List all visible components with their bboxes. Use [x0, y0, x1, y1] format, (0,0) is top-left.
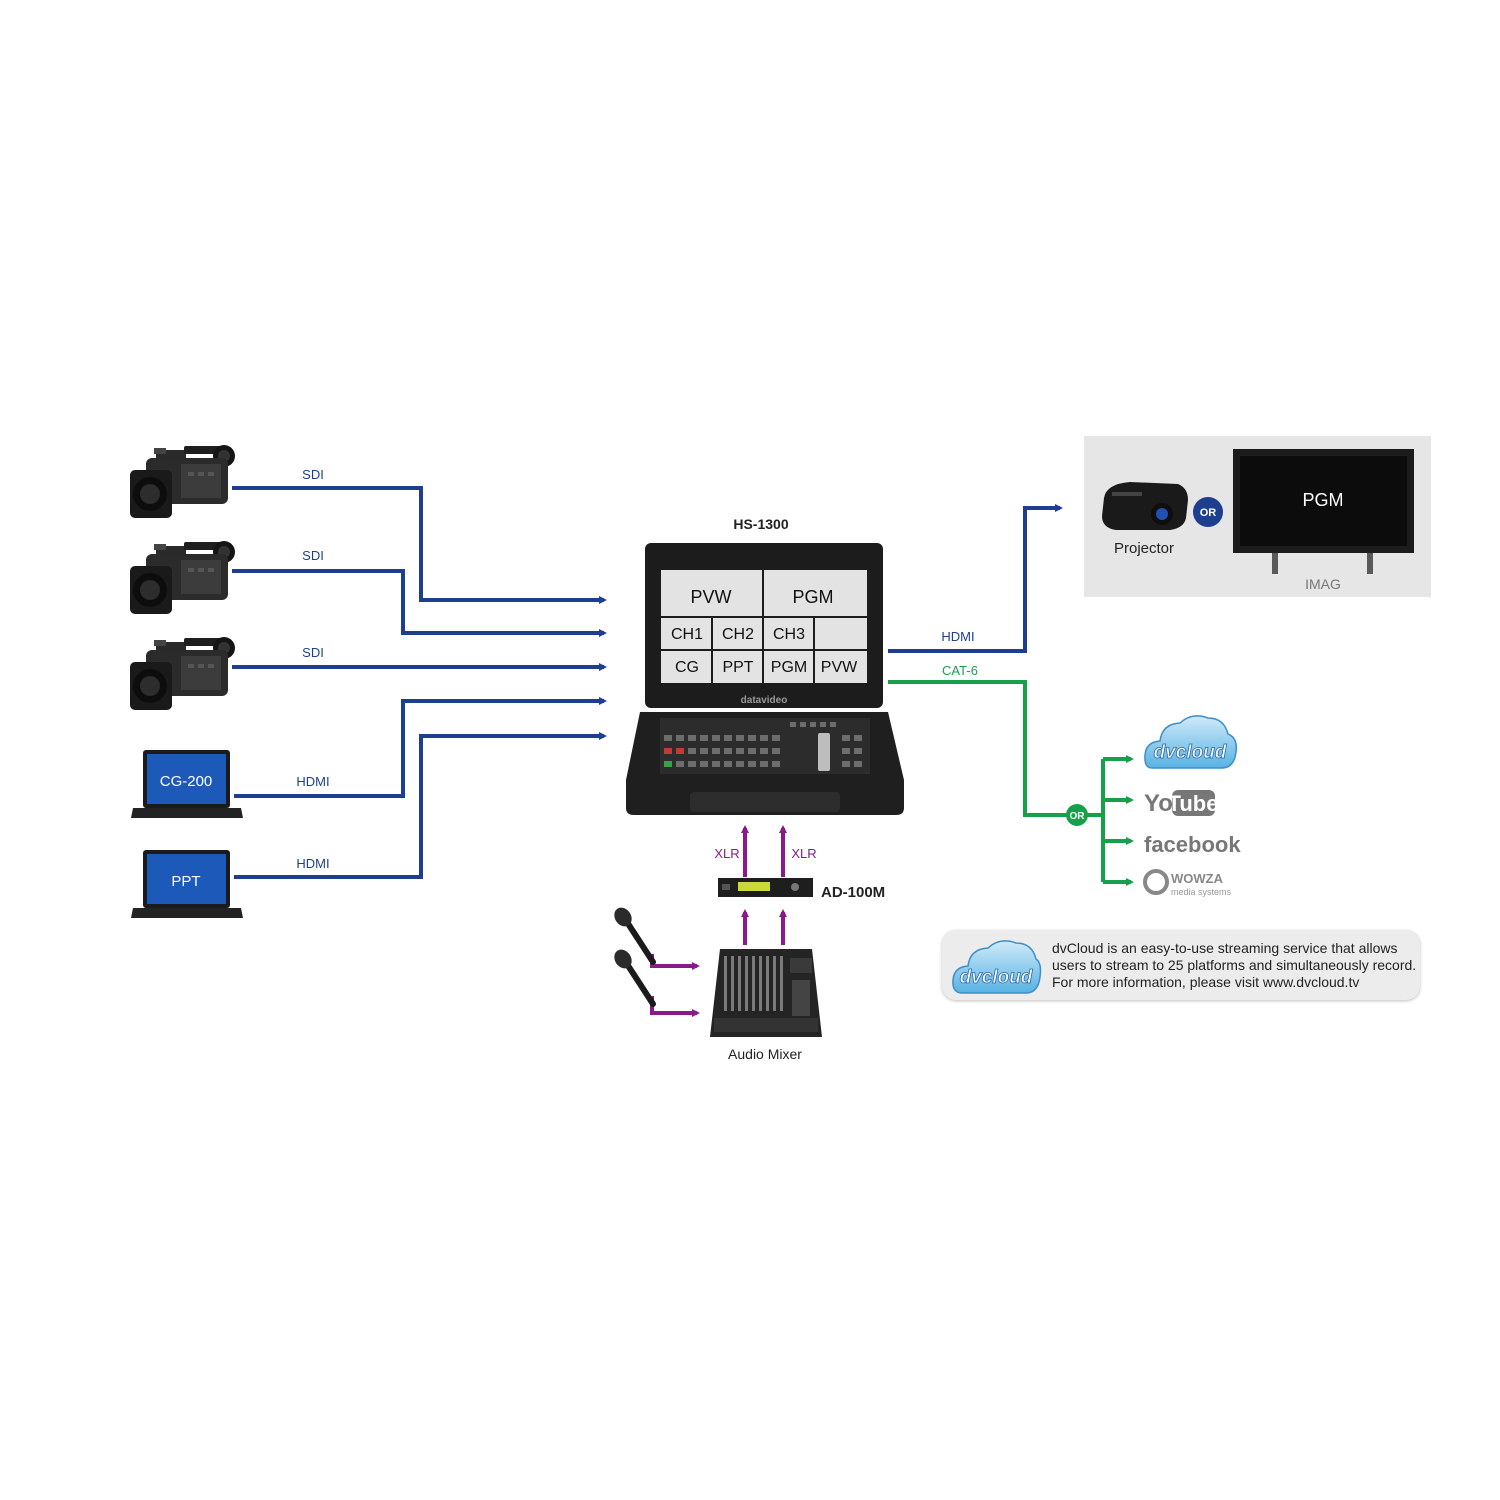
camera-2 [130, 541, 235, 614]
switcher-title: HS-1300 [733, 516, 788, 532]
laptop-screen-label: CG-200 [160, 773, 213, 790]
input-connections [232, 486, 607, 879]
multiview-ch2: CH2 [722, 626, 754, 643]
led-screen-icon [1233, 449, 1414, 574]
t-bar [818, 733, 830, 771]
projector-icon [1102, 482, 1188, 530]
laptop-icon [131, 750, 243, 818]
sdi-link-2 [232, 569, 607, 637]
hdmi-output-label: HDMI [941, 629, 974, 644]
multiview-pgm: PGM [792, 587, 833, 607]
laptop-icon [131, 850, 243, 918]
camcorder-icon [130, 541, 235, 614]
multiview-pvw-small: PVW [821, 659, 858, 676]
link-label-hdmi-5: HDMI [296, 856, 329, 871]
microphone-1 [614, 907, 656, 965]
dvcloud-info-logo: dvcloud [952, 940, 1042, 994]
multiview-ch1: CH1 [671, 626, 703, 643]
xlr-label-right: XLR [791, 846, 816, 861]
mixer-label: Audio Mixer [728, 1046, 802, 1062]
dvcloud-info-text: dvCloud is an easy-to-use streaming serv… [1052, 940, 1417, 991]
audio-mixer [710, 949, 822, 1037]
converter-label: AD-100M [821, 884, 885, 901]
dvcloud-info-wordmark: dvcloud [960, 967, 1033, 988]
youtube-logo: You Tube [1144, 790, 1218, 817]
imag-or-badge [1193, 497, 1223, 527]
multiview-ch3: CH3 [773, 626, 805, 643]
info-line: users to stream to 25 platforms and simu… [1052, 957, 1417, 973]
laptop-ppt: PPT [131, 850, 243, 918]
control-buttons [664, 722, 862, 767]
camcorder-icon [130, 637, 235, 710]
camera-3 [130, 637, 235, 710]
dvcloud-info-box: dvcloud dvCloud is an easy-to-use stream… [942, 930, 1420, 1000]
youtube-tube: Tube [1168, 791, 1219, 816]
info-line: dvCloud is an easy-to-use streaming serv… [1052, 940, 1398, 956]
multiview-cg: CG [675, 659, 699, 676]
brand-logo: datavideo [741, 695, 788, 706]
cat6-output-link [888, 680, 1134, 886]
wowza-tagline: media systems [1171, 887, 1232, 897]
camcorder-icon [130, 445, 235, 518]
cat6-output-label: CAT-6 [942, 663, 978, 678]
laptop-cg200: CG-200 [131, 750, 243, 818]
facebook-logo: facebook [1144, 832, 1241, 857]
info-line: For more information, please visit www.d… [1052, 974, 1360, 990]
multiview-grid [661, 570, 867, 683]
camera-1 [130, 445, 235, 518]
dvcloud-wordmark: dvcloud [1154, 742, 1227, 763]
hdmi-link-4 [234, 697, 607, 798]
wowza-logo: WOWZA media systems [1143, 869, 1232, 897]
multiview-pgm-small: PGM [771, 659, 807, 676]
ad100m-converter [718, 878, 813, 897]
hdmi-link-5 [234, 732, 607, 879]
laptop-screen-label: PPT [171, 873, 200, 890]
imag-caption: IMAG [1305, 576, 1341, 592]
link-label-sdi-2: SDI [302, 548, 324, 563]
link-label-sdi-3: SDI [302, 645, 324, 660]
imag-or-label: OR [1200, 507, 1217, 519]
switcher-hs1300: PVW PGM CH1 CH2 CH3 CG PPT PGM PVW datav… [626, 543, 904, 815]
link-label-hdmi-4: HDMI [296, 774, 329, 789]
microphone-icon [614, 907, 656, 965]
imag-panel: Projector OR PGM IMAG [1084, 436, 1431, 597]
led-screen-text: PGM [1302, 490, 1343, 510]
microphone-icon [614, 949, 656, 1007]
sdi-link-1 [232, 486, 607, 604]
multiview-pvw: PVW [690, 587, 731, 607]
link-label-sdi-1: SDI [302, 467, 324, 482]
dvcloud-logo: dvcloud [1144, 715, 1238, 769]
multiview-ppt: PPT [722, 659, 753, 676]
microphone-2 [614, 949, 656, 1007]
wowza-wordmark: WOWZA [1171, 871, 1224, 886]
stream-or-badge [1066, 804, 1088, 826]
projector-label: Projector [1114, 540, 1174, 557]
xlr-label-left: XLR [714, 846, 739, 861]
stream-or-label: OR [1070, 811, 1086, 822]
hdmi-output-link [888, 504, 1063, 653]
